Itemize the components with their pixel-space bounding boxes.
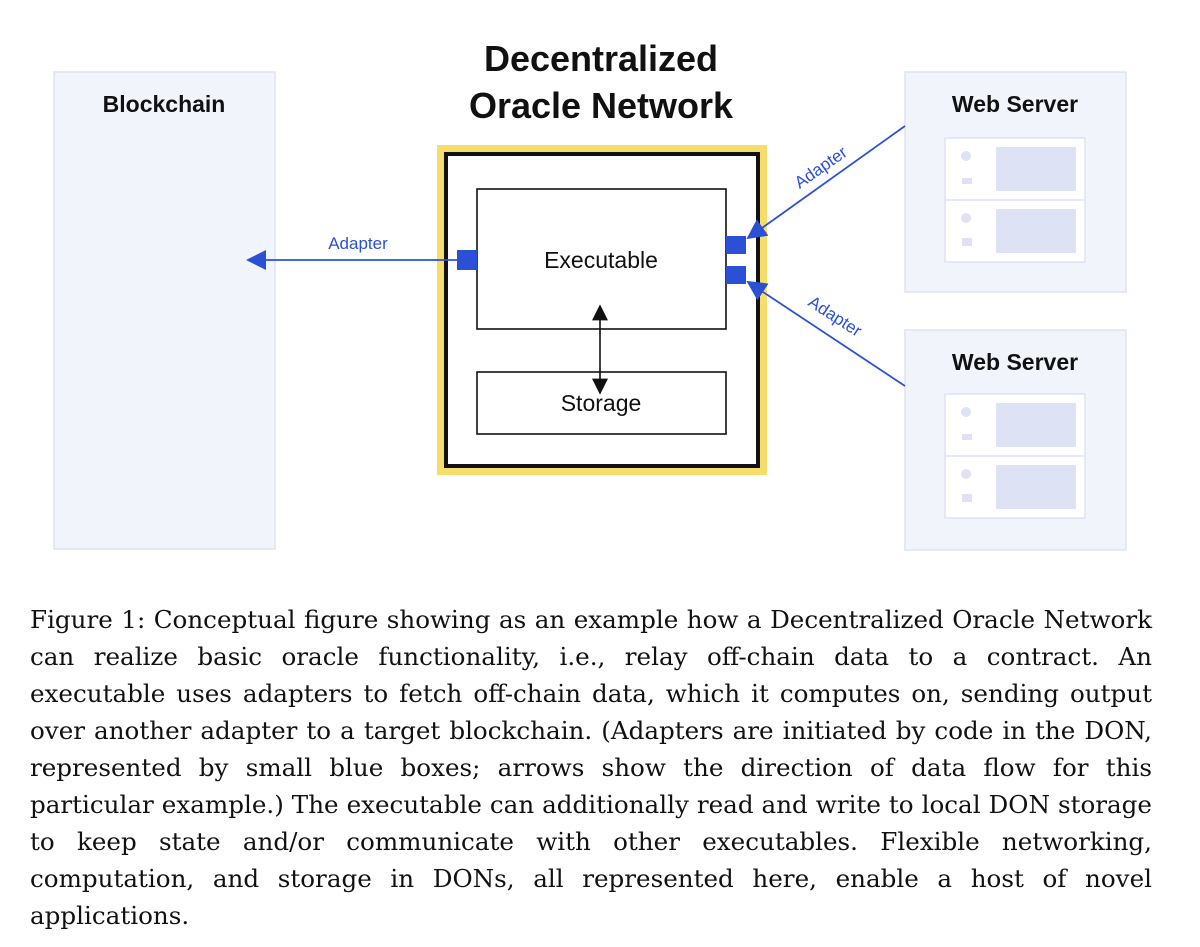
- blockchain-panel: [53, 71, 276, 550]
- don-title-line1: Decentralized: [484, 38, 718, 79]
- server-rack-top-icon: [944, 137, 1086, 263]
- executable-label: Executable: [544, 247, 658, 273]
- web-server-top-to-adapter-arrow: [746, 125, 906, 240]
- web-server-top-label: Web Server: [952, 91, 1078, 117]
- don-title-line2: Oracle Network: [469, 85, 734, 126]
- adapter-box-bottom-right: [726, 266, 746, 284]
- adapter-left-label: Adapter: [328, 234, 388, 253]
- blockchain-label: Blockchain: [103, 91, 226, 117]
- storage-label: Storage: [561, 390, 642, 416]
- adapter-box-left: [457, 250, 477, 270]
- web-server-bottom-label: Web Server: [952, 349, 1078, 375]
- web-server-bottom-to-adapter-arrow: [746, 280, 906, 387]
- don-diagram: Blockchain Web Server Web Server Decentr…: [53, 38, 1127, 551]
- server-rack-bottom-icon: [944, 393, 1086, 519]
- adapter-box-top-right: [726, 236, 746, 254]
- figure-caption: Figure 1: Conceptual figure showing as a…: [30, 605, 1152, 930]
- adapter-bottom-label: Adapter: [805, 292, 866, 341]
